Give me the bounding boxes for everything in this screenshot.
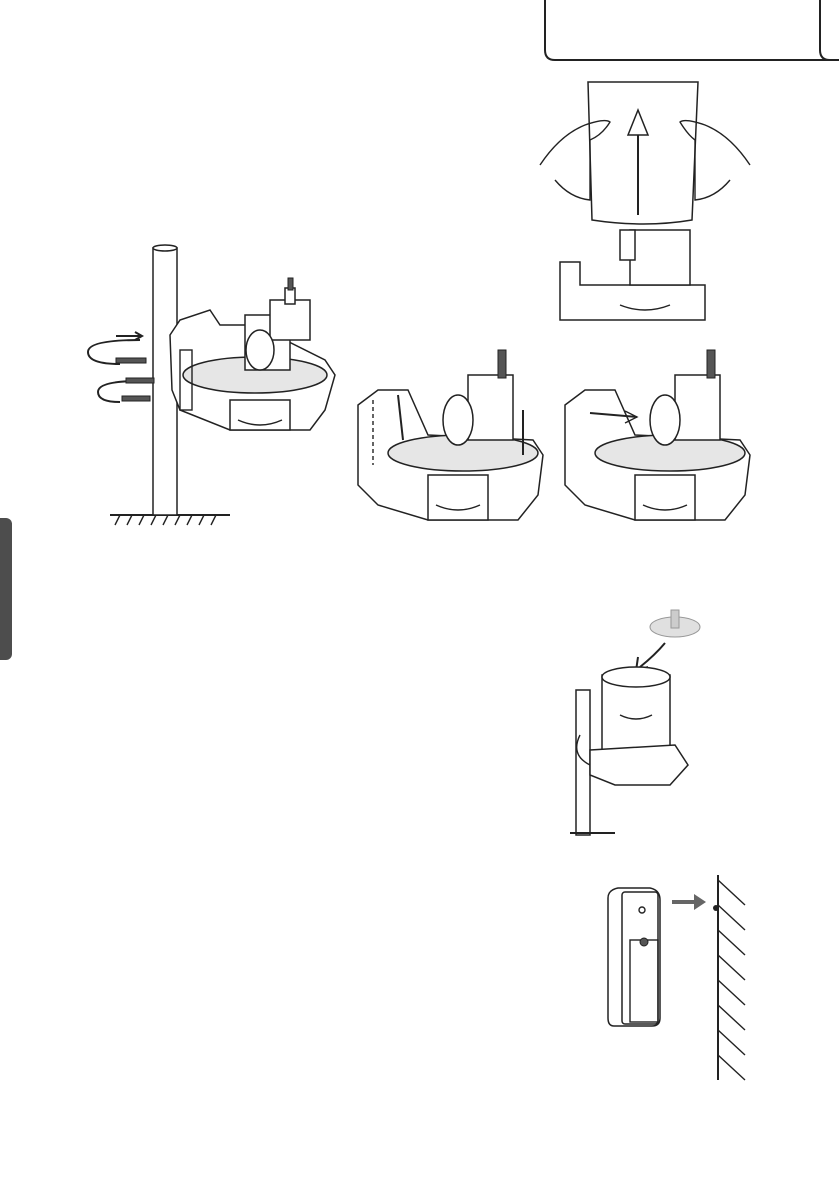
remove-funnel-cover-illustration (530, 80, 760, 330)
figure-screw-mount-right (555, 345, 755, 525)
section-tab (0, 518, 12, 660)
screw-mount-base-illustration (348, 345, 548, 525)
figure-pole-mount (80, 240, 340, 540)
figure-wall-sensor (600, 870, 760, 1085)
u-bolt-pole-mount-illustration (80, 240, 340, 540)
insert-filter-illustration (560, 605, 710, 840)
screw-mount-base-illustration (555, 345, 755, 525)
figure-rain-gauge-on-pole (560, 605, 710, 840)
figure-screw-mount-left (348, 345, 548, 525)
figure-remove-cover (530, 80, 760, 330)
wall-hang-sensor-illustration (600, 870, 760, 1085)
crop-marks (0, 0, 839, 70)
